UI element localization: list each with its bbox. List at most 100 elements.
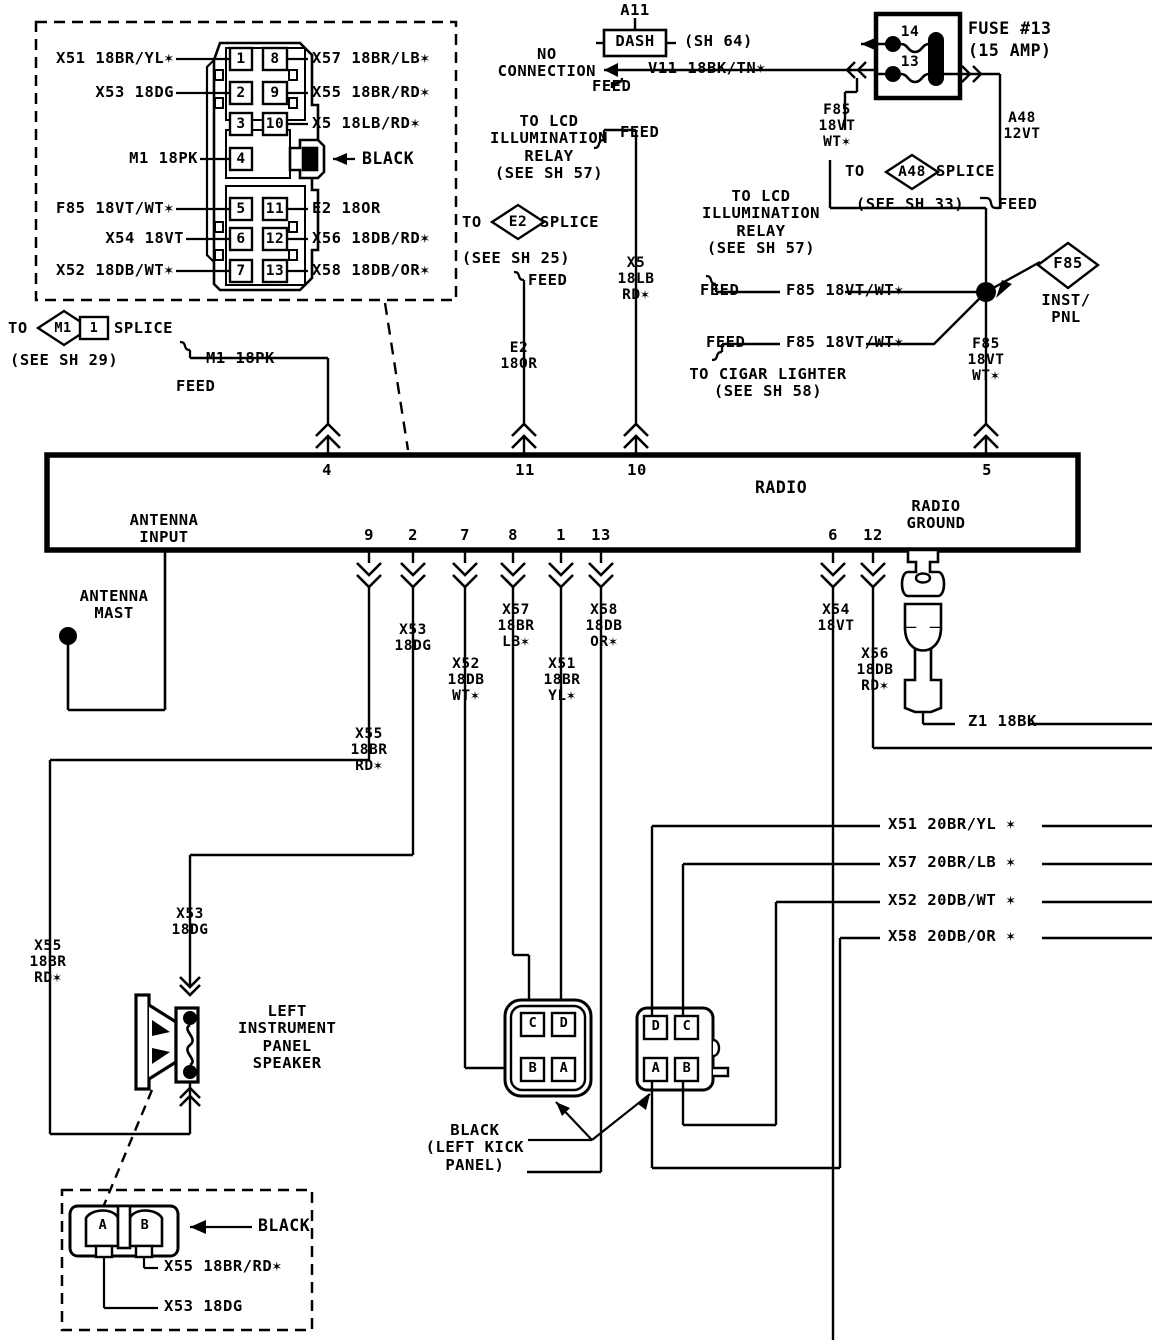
cavity-num-12: 12 [265, 231, 285, 247]
cavity-num-7: 7 [236, 263, 246, 279]
bottom-pin-a: A [98, 1217, 108, 1233]
pin-1-label: X51 18BR/YL✶ [56, 49, 174, 67]
right-conn-pin-a: A [651, 1060, 661, 1076]
fuse-pin-13: 13 [900, 54, 920, 70]
fuse-title: FUSE #13 [968, 19, 1052, 38]
a48-splice-id: A48 [898, 164, 926, 180]
right-conn-pin-c: C [682, 1018, 692, 1034]
speaker-x55-label: X55 18BR RD✶ [29, 938, 67, 987]
bottom-wire-a-label: X53 18DG [164, 1297, 243, 1315]
connector-detail-dashed-box [34, 20, 458, 302]
fuse-pin-14: 14 [900, 24, 920, 40]
kick-panel-connector-left [503, 998, 593, 1098]
m1-splice-sheet: (SEE SH 29) [10, 351, 119, 369]
radio-bottom-chevrons [356, 562, 886, 589]
x54-wire-label: X54 18VT [817, 602, 855, 635]
x51-wire-label: X51 18BR YL✶ [543, 656, 581, 705]
pin-4-label: M1 18PK [129, 149, 198, 167]
cavity-num-5: 5 [236, 201, 246, 217]
speaker-x53-label: X53 18DG [171, 906, 209, 939]
x58-wire-label: X58 18DB OR✶ [585, 602, 623, 651]
right-conn-pin-b: B [682, 1060, 692, 1076]
x5-wire-label: X5 18LB RD✶ [617, 255, 655, 304]
pin-12-label: X56 18DB/RD✶ [312, 229, 430, 247]
dash-box-label: DASH [615, 32, 655, 50]
m1-splice-pin: 1 [89, 320, 99, 336]
pin-2-label: X53 18DG [95, 83, 174, 101]
antenna-mast-tip [59, 627, 77, 645]
e2-splice-diamond [489, 203, 547, 241]
radio-pin-4: 4 [322, 461, 332, 479]
dash-feed-label: FEED [592, 77, 632, 95]
m1-splice-id: M1 [54, 320, 72, 336]
speaker-title: LEFT INSTRUMENT PANEL SPEAKER [238, 1002, 337, 1073]
radio-pin-12: 12 [863, 526, 883, 544]
right-wire-x52: X52 20DB/WT ✶ [888, 891, 1016, 909]
kick-panel-connector-right [635, 1006, 730, 1092]
pin-8-label: X57 18BR/LB✶ [312, 49, 430, 67]
cavity-num-3: 3 [236, 116, 246, 132]
pin-10-label: X5 18LB/RD✶ [312, 114, 421, 132]
x57-wire-label: X57 18BR LB✶ [497, 602, 535, 651]
detail-callout-leader [383, 302, 410, 451]
radio-pin-11: 11 [515, 461, 535, 479]
bottom-black-label: BLACK [258, 1216, 311, 1235]
cigar-wire-label: F85 18VT/WT✶ [786, 333, 904, 351]
f85-inst-pnl-diamond [1035, 241, 1101, 290]
radio-pin-2: 2 [408, 526, 418, 544]
fuse-amp: (15 AMP) [968, 41, 1052, 60]
cigar-lighter-text: TO CIGAR LIGHTER (SEE SH 58) [689, 365, 847, 401]
pin-5-label: F85 18VT/WT✶ [56, 199, 174, 217]
a11-tag: A11 [620, 1, 650, 19]
cavity-num-6: 6 [236, 231, 246, 247]
e2-feed-label: FEED [528, 271, 568, 289]
radio-pin-10: 10 [627, 461, 647, 479]
left-ip-speaker [134, 993, 200, 1091]
pin-7-label: X52 18DB/WT✶ [56, 261, 174, 279]
lcd-relay-right-text: TO LCD ILLUMINATION RELAY (SEE SH 57) [702, 187, 820, 258]
radio-pin-1: 1 [556, 526, 566, 544]
lcd-relay-left-text: TO LCD ILLUMINATION RELAY (SEE SH 57) [490, 112, 608, 183]
bottom-pin-b: B [140, 1217, 150, 1233]
f85-inst-pnl-label: INST/ PNL [1041, 291, 1091, 327]
cigar-feed-label: FEED [706, 333, 746, 351]
lcd-relay-left-feed: FEED [620, 123, 660, 141]
e2-splice-sheet: (SEE SH 25) [461, 249, 571, 267]
m1-feed-label: FEED [176, 377, 216, 395]
f85-fuse-wire-label: F85 18VT WT✶ [818, 102, 856, 151]
no-connection-label: NO CONNECTION [497, 45, 596, 81]
a48-splice-word: SPLICE [936, 162, 995, 180]
speaker-connector-detail [68, 1204, 180, 1259]
cavity-num-1: 1 [236, 51, 246, 67]
fuse-13-body [873, 11, 963, 101]
antenna-mast-label: ANTENNA MAST [79, 587, 149, 623]
kick-panel-label: BLACK (LEFT KICK PANEL) [425, 1121, 524, 1174]
m1-splice-word: SPLICE [114, 319, 173, 337]
f85-diamond-label: F85 [1053, 254, 1083, 272]
bottom-wire-b-label: X55 18BR/RD✶ [164, 1257, 282, 1275]
lcd-relay-right-feed: FEED [700, 281, 740, 299]
pin-9-label: X55 18BR/RD✶ [312, 83, 430, 101]
lcd-relay-right-wire: F85 18VT/WT✶ [786, 281, 904, 299]
cavity-num-11: 11 [265, 201, 285, 217]
e2-splice-id: E2 [508, 214, 528, 230]
pin-6-label: X54 18VT [105, 229, 184, 247]
radio-top-chevrons [315, 422, 999, 449]
cavity-num-9: 9 [270, 85, 280, 101]
radio-pin-9: 9 [364, 526, 374, 544]
cavity-num-10: 10 [265, 116, 285, 132]
a48-wire-label: A48 12VT [1003, 110, 1041, 143]
radio-title: RADIO [755, 478, 808, 497]
a48-splice-sheet: (SEE SH 33) [855, 195, 965, 213]
radio-pin-5: 5 [982, 461, 992, 479]
cavity-num-13: 13 [265, 263, 285, 279]
a48-splice-to: TO [845, 162, 865, 180]
right-wire-x58: X58 20DB/OR ✶ [888, 927, 1016, 945]
radio-pin-13: 13 [591, 526, 611, 544]
m1-wire-label: M1 18PK [206, 349, 275, 367]
connector-side-rail [205, 59, 215, 263]
radio-pin-8: 8 [508, 526, 518, 544]
antenna-input-label: ANTENNA INPUT [129, 511, 199, 547]
connector-black-label: BLACK [362, 149, 415, 168]
